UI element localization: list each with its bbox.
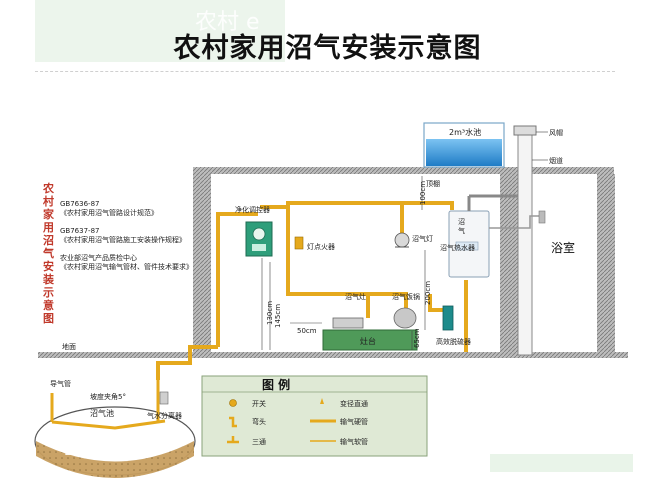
digester	[34, 380, 196, 478]
flue-label: 烟道	[549, 156, 563, 165]
dim-label-200: 200cm	[424, 281, 432, 305]
vertical-title-char: 村	[43, 194, 54, 208]
vertical-title-char: 气	[42, 246, 54, 260]
wind-cap-label: 风帽	[549, 128, 563, 137]
flue-pipe	[517, 132, 533, 356]
legend-item: 输气软管	[340, 437, 368, 446]
right-wall	[597, 174, 615, 357]
vertical-title-char: 图	[43, 312, 54, 325]
vertical-title-char: 示	[42, 286, 54, 299]
elbow-icon	[229, 416, 237, 428]
legend-item: 三通	[252, 437, 266, 446]
rice-cooker	[393, 307, 417, 329]
stove-top	[332, 317, 364, 329]
heater-label-1: 沼	[458, 217, 465, 226]
dim-label-145: 145cm	[274, 304, 282, 328]
water-separator	[159, 391, 169, 405]
standard-line: 《农村家用沼气管路设计规范》	[60, 208, 158, 217]
ceiling-label: 顶棚	[426, 179, 440, 188]
slope-label: 坡度夹角5°	[90, 392, 126, 401]
purifier-label: 净化调控器	[235, 205, 270, 214]
heater-label-2: 气	[458, 226, 465, 235]
ground-slab	[38, 352, 628, 358]
digester-label: 沼气池	[90, 408, 114, 418]
pipe-segment	[428, 294, 446, 312]
ceiling-slab	[193, 167, 614, 174]
desulfurizer-label: 高效脱硫器	[436, 337, 471, 346]
stove-label: 沼气灶	[345, 292, 366, 301]
rice-cooker-label: 沼气饭锅	[392, 292, 420, 301]
standard-line: 《农村家用沼气管路施工安装操作规程》	[60, 235, 186, 244]
standard-line: 《农村家用沼气输气管材、管件技术要求》	[60, 262, 193, 271]
legend-title: 图 例	[262, 377, 290, 392]
pipe-segment	[286, 207, 370, 318]
vertical-title-char: 沼	[43, 233, 54, 247]
reducer-icon	[320, 398, 324, 404]
page-title: 农村家用沼气安装示意图	[173, 33, 482, 64]
shower	[489, 210, 546, 229]
gas-lamp	[394, 232, 410, 248]
chimney	[513, 125, 548, 356]
heater-label: 沼气热水器	[440, 243, 475, 252]
tee-icon	[227, 436, 239, 444]
hearth-body	[322, 329, 418, 351]
dim-label-100: 100cm	[419, 181, 427, 205]
dim-label-130: 130cm	[266, 301, 274, 325]
switch-icon	[229, 399, 237, 407]
water-fill	[426, 139, 502, 166]
standard-line: GB7636-87	[60, 200, 99, 208]
hearth-label: 灶台	[360, 336, 376, 346]
purifier	[245, 221, 273, 257]
title-divider	[35, 71, 615, 72]
dim-label-50: 50cm	[297, 327, 317, 335]
pipe-segment	[216, 212, 258, 347]
water-separator-label: 气水分离器	[147, 411, 182, 420]
guide-pipe-label: 导气管	[50, 379, 71, 388]
bottom-strip	[490, 454, 633, 472]
gas-lamp-label: 沼气灯	[412, 234, 433, 243]
gas-pipes	[156, 201, 468, 380]
vertical-title-char: 用	[43, 221, 54, 234]
dim-label-65: 65cm	[413, 328, 421, 348]
standard-line: GB7637-87	[60, 227, 99, 235]
legend: 图 例 开关 变径直通 弯头 输气硬管 三通 输气软管	[201, 375, 428, 457]
legend-box	[201, 375, 428, 457]
igniter-label: 灯点火器	[307, 242, 335, 251]
vertical-title-char: 安	[43, 259, 54, 273]
vertical-title: 农 村 家 用 沼 气 安 装 示 意 图	[42, 181, 55, 325]
vertical-title-char: 农	[42, 181, 54, 195]
hearth	[322, 307, 418, 351]
wind-cap	[513, 125, 537, 136]
water-tank-label: 2m³水池	[449, 127, 481, 137]
bathroom-label: 浴室	[551, 240, 575, 255]
igniter	[294, 236, 304, 250]
legend-item: 弯头	[252, 417, 266, 426]
legend-item: 变径直通	[340, 399, 368, 408]
pipe-segment	[402, 201, 454, 210]
vertical-title-char: 意	[43, 298, 54, 312]
standards-list: GB7636-87 《农村家用沼气管路设计规范》 GB7637-87 《农村家用…	[60, 200, 193, 271]
water-tank: 2m³水池	[423, 122, 505, 168]
background-tab: 农村 e	[35, 0, 285, 62]
dimensions	[261, 176, 426, 350]
water-heater	[448, 194, 518, 278]
standard-line: 农业部沼气产品质检中心	[60, 253, 137, 262]
building-walls	[38, 167, 628, 358]
vertical-title-char: 装	[42, 272, 54, 286]
ground-label: 地面	[62, 342, 76, 351]
pipe-segment	[156, 345, 218, 380]
middle-wall	[500, 174, 518, 357]
left-wall	[193, 174, 211, 357]
legend-item: 开关	[252, 399, 266, 408]
watermark: Bai du 百科	[64, 443, 141, 459]
desulfurizer	[442, 305, 454, 331]
background-tab-text: 农村 e	[195, 10, 260, 35]
legend-item: 输气硬管	[340, 417, 368, 426]
pipe-segment	[260, 201, 404, 235]
vertical-title-char: 家	[43, 207, 55, 221]
